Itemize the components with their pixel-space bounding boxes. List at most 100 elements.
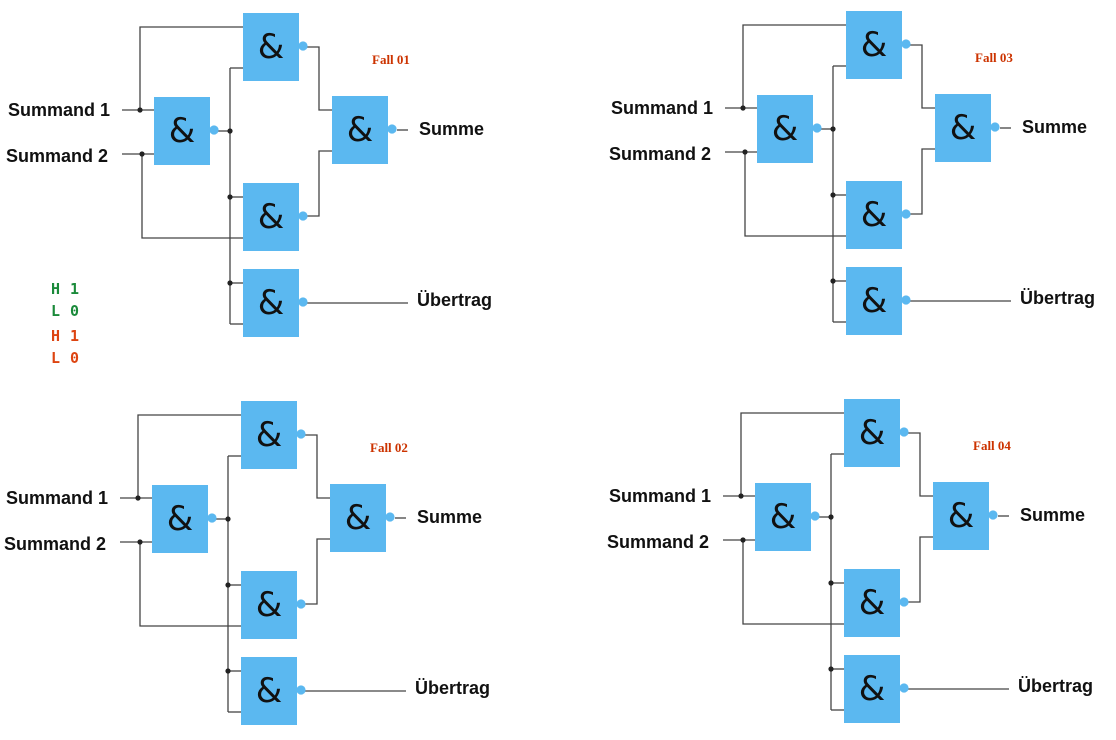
carry-output-label: Übertrag bbox=[417, 290, 492, 310]
junction-dot bbox=[742, 149, 748, 155]
output-nand-gate: & bbox=[933, 482, 998, 550]
inversion-bubble bbox=[298, 297, 308, 307]
and-symbol: & bbox=[861, 25, 888, 65]
nand-gate-body bbox=[935, 94, 991, 162]
sum-output-label: Summe bbox=[1022, 117, 1087, 137]
nand-gate-body bbox=[332, 96, 388, 164]
carry-nand-gate: & bbox=[846, 267, 911, 335]
inversion-bubble bbox=[988, 510, 998, 520]
upper-nand-gate: & bbox=[846, 11, 911, 79]
summand-2-label: Summand 2 bbox=[4, 534, 106, 554]
inversion-bubble bbox=[207, 513, 217, 523]
nand-gate-body bbox=[241, 571, 297, 639]
and-symbol: & bbox=[861, 281, 888, 321]
wire bbox=[305, 434, 330, 499]
inversion-bubble bbox=[899, 427, 909, 437]
lower-nand-gate: & bbox=[243, 183, 308, 251]
and-symbol: & bbox=[950, 108, 977, 148]
and-symbol: & bbox=[772, 109, 799, 149]
inversion-bubble bbox=[385, 512, 395, 522]
lower-nand-gate: & bbox=[846, 181, 911, 249]
legend-green-value: 0 bbox=[70, 302, 79, 320]
wire bbox=[910, 148, 935, 215]
and-symbol: & bbox=[258, 27, 285, 67]
wire bbox=[307, 46, 332, 111]
inversion-bubble bbox=[901, 295, 911, 305]
inversion-bubble bbox=[901, 39, 911, 49]
inversion-bubble bbox=[812, 123, 822, 133]
sum-output-label: Summe bbox=[1020, 505, 1085, 525]
wire bbox=[740, 412, 844, 496]
summand-2-label: Summand 2 bbox=[6, 146, 108, 166]
nand-gate-body bbox=[933, 482, 989, 550]
wire bbox=[742, 540, 844, 625]
and-symbol: & bbox=[859, 583, 886, 623]
inversion-bubble bbox=[296, 429, 306, 439]
junction-dot bbox=[830, 192, 836, 198]
case-title: Fall 01 bbox=[372, 52, 410, 67]
nand-gate-body bbox=[846, 181, 902, 249]
case-title: Fall 02 bbox=[370, 440, 408, 455]
wire bbox=[141, 154, 243, 239]
nand-gate-body bbox=[330, 484, 386, 552]
nand-gate-body bbox=[241, 657, 297, 725]
nand-gate-body bbox=[846, 267, 902, 335]
and-symbol: & bbox=[256, 671, 283, 711]
junction-dot bbox=[139, 151, 145, 157]
nand-gate-body bbox=[755, 483, 811, 551]
legend-red-level: H bbox=[51, 327, 60, 345]
wire bbox=[908, 536, 933, 603]
nand-gate-body bbox=[846, 11, 902, 79]
nand-gate-body bbox=[844, 569, 900, 637]
lower-nand-gate: & bbox=[241, 571, 306, 639]
junction-dot bbox=[738, 493, 744, 499]
and-symbol: & bbox=[258, 197, 285, 237]
wire bbox=[139, 542, 241, 627]
upper-nand-gate: & bbox=[844, 399, 909, 467]
summand-1-label: Summand 1 bbox=[609, 486, 711, 506]
nand-gate-body bbox=[844, 399, 900, 467]
wire bbox=[742, 24, 846, 108]
and-symbol: & bbox=[859, 413, 886, 453]
legend-red-value: 0 bbox=[70, 349, 79, 367]
legend-red-level: L bbox=[51, 349, 60, 367]
carry-nand-gate: & bbox=[241, 657, 306, 725]
junction-dot bbox=[225, 668, 231, 674]
legend-red-value: 1 bbox=[70, 327, 79, 345]
and-symbol: & bbox=[770, 497, 797, 537]
wire bbox=[744, 152, 846, 237]
junction-dot bbox=[828, 580, 834, 586]
lower-nand-gate: & bbox=[844, 569, 909, 637]
inversion-bubble bbox=[209, 125, 219, 135]
junction-dot bbox=[227, 280, 233, 286]
summand-2-label: Summand 2 bbox=[607, 532, 709, 552]
junction-dot bbox=[828, 514, 834, 520]
legend-green-level: H bbox=[51, 280, 60, 298]
input-nand-gate: & bbox=[757, 95, 822, 163]
junction-dot bbox=[227, 194, 233, 200]
nand-gate-body bbox=[154, 97, 210, 165]
legend-green-value: 1 bbox=[70, 280, 79, 298]
case-title: Fall 04 bbox=[973, 438, 1011, 453]
and-symbol: & bbox=[948, 496, 975, 536]
junction-dot bbox=[135, 495, 141, 501]
inversion-bubble bbox=[296, 685, 306, 695]
inversion-bubble bbox=[990, 122, 1000, 132]
junction-dot bbox=[830, 126, 836, 132]
carry-output-label: Übertrag bbox=[415, 678, 490, 698]
upper-nand-gate: & bbox=[243, 13, 308, 81]
inversion-bubble bbox=[387, 124, 397, 134]
junction-dot bbox=[828, 666, 834, 672]
nand-gate-body bbox=[152, 485, 208, 553]
input-nand-gate: & bbox=[152, 485, 217, 553]
inversion-bubble bbox=[899, 683, 909, 693]
wire bbox=[910, 44, 935, 109]
junction-dot bbox=[740, 537, 746, 543]
and-symbol: & bbox=[861, 195, 888, 235]
junction-dot bbox=[227, 128, 233, 134]
inversion-bubble bbox=[899, 597, 909, 607]
junction-dot bbox=[137, 107, 143, 113]
nand-gate-body bbox=[243, 269, 299, 337]
